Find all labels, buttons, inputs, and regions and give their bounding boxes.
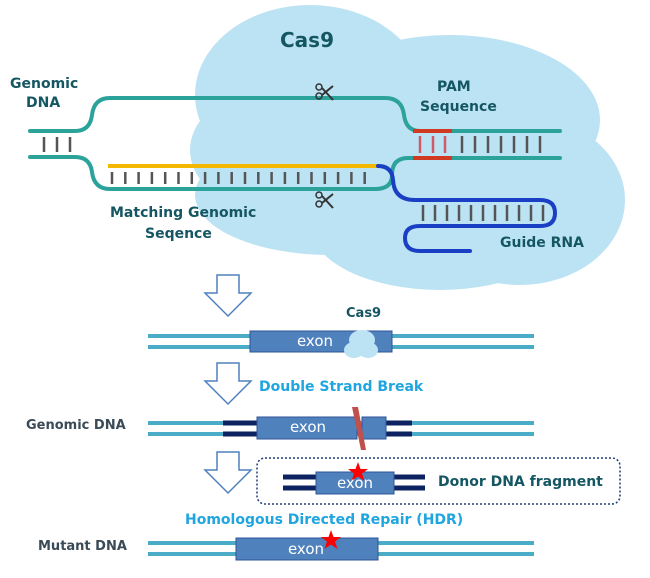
downstream-base-pairs bbox=[460, 136, 542, 153]
break-wedge bbox=[352, 407, 366, 450]
exon-label: exon bbox=[296, 332, 334, 350]
step1-dna bbox=[148, 330, 534, 358]
pam-label-line1: PAM bbox=[437, 79, 471, 95]
matching-label-line2: Seqence bbox=[145, 226, 212, 242]
scissors-icon bbox=[315, 191, 334, 209]
genomic-dna-label-line2: DNA bbox=[26, 95, 61, 111]
down-arrow-icon bbox=[203, 451, 253, 495]
left-base-pairs bbox=[42, 137, 72, 152]
mutant-dna bbox=[148, 537, 534, 561]
mutation-star-icon bbox=[321, 530, 341, 549]
scissors-icon bbox=[315, 83, 334, 101]
exon-label: exon bbox=[287, 540, 325, 558]
genomic-dna-label-line1: Genomic bbox=[10, 76, 79, 92]
pam-sequence bbox=[413, 129, 452, 160]
down-arrow-icon bbox=[203, 274, 253, 318]
mutant-dna-row-label: Mutant DNA bbox=[38, 539, 127, 554]
genomic-dna-row-label: Genomic DNA bbox=[26, 418, 126, 433]
cas9-small-cloud bbox=[344, 330, 378, 358]
matching-base-pairs bbox=[110, 172, 366, 184]
down-arrow-icon bbox=[203, 362, 253, 406]
donor-dna-fragment-label: Donor DNA fragment bbox=[438, 474, 603, 490]
double-strand-break-caption: Double Strand Break bbox=[259, 379, 424, 395]
exon-label: exon bbox=[336, 474, 374, 492]
exon-label: exon bbox=[289, 418, 327, 436]
guide-rna-label: Guide RNA bbox=[500, 235, 584, 251]
guide-rna-base-pairs bbox=[421, 205, 545, 221]
matching-label-line1: Matching Genomic bbox=[110, 205, 257, 221]
cas9-small-label: Cas9 bbox=[346, 306, 382, 321]
cas9-label: Cas9 bbox=[280, 28, 334, 52]
pam-label-line2: Sequence bbox=[420, 99, 497, 115]
donor-box bbox=[256, 457, 621, 505]
hdr-caption: Homologous Directed Repair (HDR) bbox=[185, 512, 464, 528]
mutation-star-icon bbox=[348, 462, 368, 481]
genomic-dna-strands bbox=[28, 96, 562, 191]
step2-dna bbox=[148, 407, 534, 450]
guide-rna-strand bbox=[376, 164, 558, 253]
